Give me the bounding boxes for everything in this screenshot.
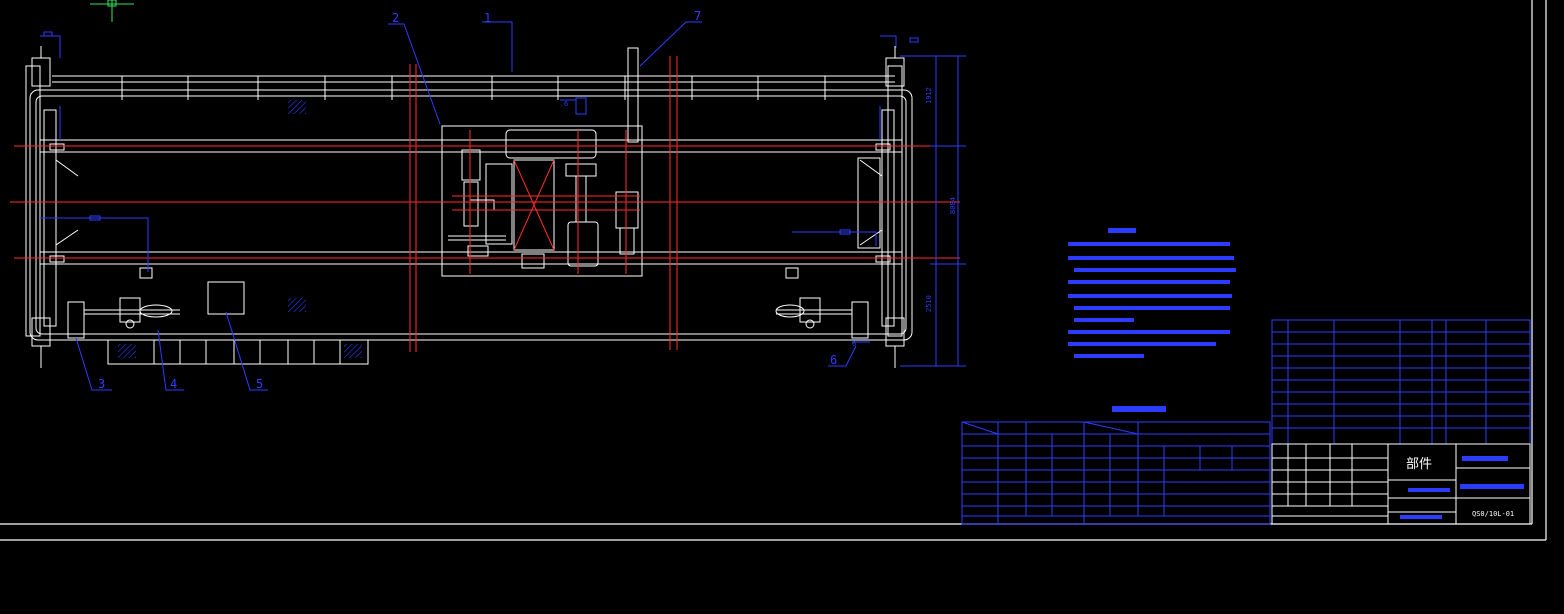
rail-posts <box>121 76 826 100</box>
leader-lines <box>40 21 966 391</box>
callout-labels: 1 2 3 4 5 6 7 6 6 <box>98 9 856 391</box>
title-block-fillers <box>1400 456 1524 519</box>
callout-3: 3 <box>98 377 105 391</box>
origin-marker <box>90 0 134 22</box>
callout-1: 1 <box>484 11 491 25</box>
callout-7: 7 <box>694 9 701 23</box>
part-label: 部件 <box>1406 457 1432 472</box>
callout-4: 4 <box>170 377 177 391</box>
parts-list-table <box>1271 319 1531 445</box>
hatch-marks <box>118 100 362 358</box>
dimension-bottom: 2510 <box>925 295 933 312</box>
drawing-border <box>0 0 1547 541</box>
section-mark-b: 6 <box>852 340 856 348</box>
dimension-texts: 1912 8084 2510 <box>925 87 957 312</box>
technical-notes <box>1068 228 1236 358</box>
dimension-top: 1912 <box>925 87 933 104</box>
title-block <box>1271 443 1531 525</box>
title-block-text: 部件 QS0/10L-01 <box>1406 457 1514 518</box>
callout-5: 5 <box>256 377 263 391</box>
crane-bridge-plan <box>25 46 913 368</box>
callout-6: 6 <box>830 353 837 367</box>
callout-2: 2 <box>392 11 399 25</box>
dimension-middle: 8084 <box>949 197 957 214</box>
parameter-table <box>961 406 1271 525</box>
section-mark-a: 6 <box>564 100 568 108</box>
drawing-number: QS0/10L-01 <box>1472 510 1514 518</box>
centerlines <box>10 56 960 352</box>
